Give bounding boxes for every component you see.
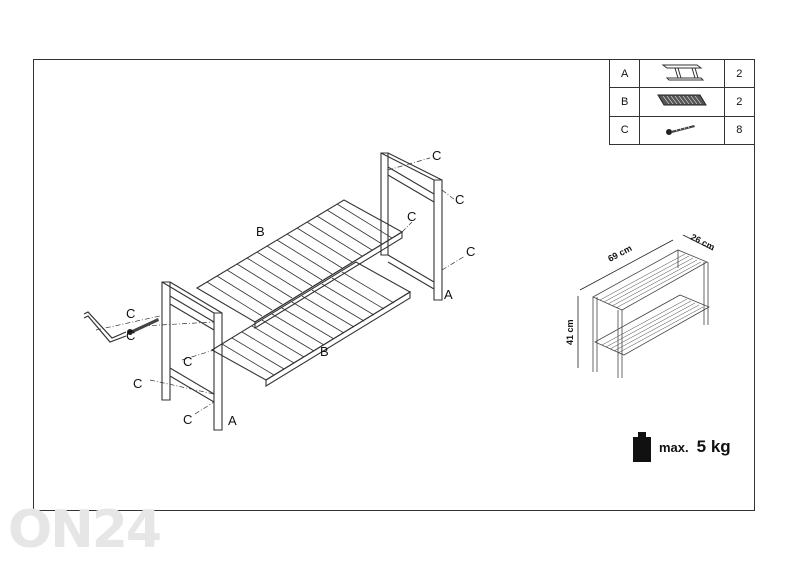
screw-icon bbox=[127, 318, 159, 335]
label-c: C bbox=[183, 354, 192, 369]
dimension-width: 69 cm bbox=[606, 243, 633, 264]
parts-table: A 2 B bbox=[608, 58, 756, 146]
label-c: C bbox=[133, 376, 142, 391]
parts-row-b: B 2 bbox=[608, 87, 756, 117]
label-c: C bbox=[126, 306, 135, 321]
weight-icon bbox=[633, 432, 651, 462]
dimension-depth: 26 cm bbox=[689, 232, 716, 253]
dimension-lines bbox=[577, 234, 714, 368]
part-qty: 8 bbox=[723, 115, 756, 146]
assembly-guides bbox=[95, 157, 466, 415]
allen-key-icon bbox=[83, 311, 127, 343]
label-c: C bbox=[407, 209, 416, 224]
screw-icon bbox=[639, 115, 725, 146]
label-b: B bbox=[256, 224, 265, 239]
watermark-logo: ON24 bbox=[8, 500, 162, 560]
label-a: A bbox=[228, 413, 237, 428]
side-frame-icon bbox=[639, 58, 725, 89]
label-c: C bbox=[126, 328, 135, 343]
label-b: B bbox=[320, 344, 329, 359]
part-qty: 2 bbox=[723, 87, 756, 117]
label-c: C bbox=[455, 192, 464, 207]
max-load-value: 5 kg bbox=[696, 437, 731, 456]
parts-row-c: C 8 bbox=[608, 115, 756, 146]
part-label: C bbox=[608, 115, 641, 146]
label-c: C bbox=[432, 148, 441, 163]
part-qty: 2 bbox=[723, 58, 756, 89]
side-frame-right bbox=[380, 152, 443, 301]
assembly-sheet bbox=[33, 59, 755, 511]
max-load-prefix: max. bbox=[659, 439, 689, 455]
shelf-slats bbox=[206, 203, 395, 376]
assembled-rack bbox=[592, 249, 710, 378]
dimension-height: 41 cm bbox=[565, 319, 575, 345]
lower-shelf bbox=[210, 261, 412, 387]
label-a: A bbox=[444, 287, 453, 302]
side-frame-left bbox=[161, 281, 223, 431]
label-c: C bbox=[466, 244, 475, 259]
max-load: max. 5 kg bbox=[631, 430, 731, 464]
label-c: C bbox=[183, 412, 192, 427]
upper-shelf bbox=[195, 199, 404, 329]
parts-row-a: A 2 bbox=[608, 58, 756, 89]
